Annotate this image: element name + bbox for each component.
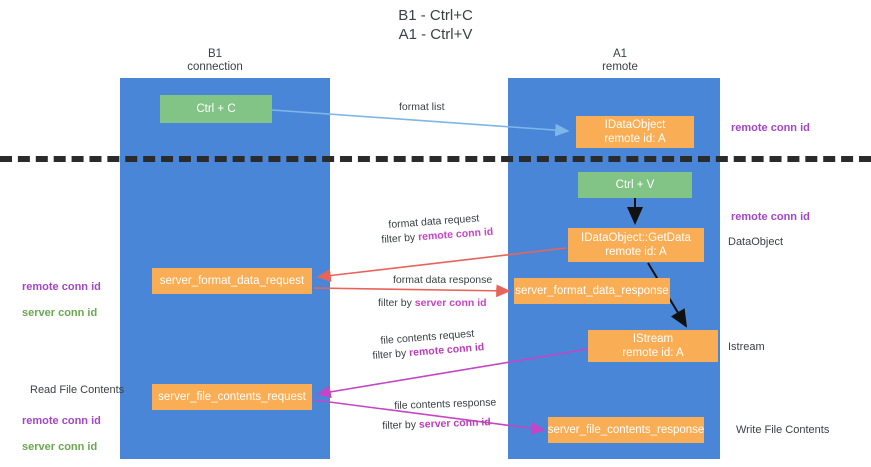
annotation-write-file-contents: Write File Contents (736, 424, 830, 436)
node-server-file-contents-request[interactable]: server_file_contents_request (152, 384, 312, 410)
annotation-server-conn-id-left-bottom: server conn id (22, 441, 98, 453)
annotation-left-conn-ids-bottom: remote conn id server conn id (22, 402, 101, 467)
node-idataobject[interactable]: IDataObject remote id: A (576, 116, 694, 148)
edge-label-file-contents-response-filter: filter by server conn id (382, 416, 491, 433)
edge-label-format-data-response-filter: filter by server conn id (378, 297, 487, 310)
filter-prefix: filter by (372, 347, 410, 362)
column-header-a1: A1 remote (602, 48, 638, 73)
annotation-remote-conn-id-left-mid: remote conn id (22, 281, 101, 293)
annotation-read-file-contents: Read File Contents (30, 384, 125, 396)
node-server-file-contents-response[interactable]: server_file_contents_response (548, 417, 704, 443)
annotation-dataobject: DataObject (728, 236, 784, 248)
column-header-b1: B1 connection (187, 48, 243, 73)
phase-divider (0, 156, 871, 162)
filter-key: server conn id (414, 297, 487, 309)
node-server-format-data-response[interactable]: server_format_data_response (514, 278, 670, 304)
node-ctrl-c[interactable]: Ctrl + C (160, 95, 272, 123)
page-title: B1 - Ctrl+C A1 - Ctrl+V (398, 7, 473, 43)
edge-label-format-data-response: format data response (393, 274, 493, 286)
edge-label-format-list: format list (399, 101, 445, 113)
edge-label-file-contents-response: file contents response (394, 396, 497, 412)
node-istream[interactable]: IStream remote id: A (588, 330, 718, 362)
annotation-istream: Istream (728, 341, 765, 353)
annotation-remote-conn-id-top: remote conn id (731, 122, 810, 134)
filter-prefix: filter by (382, 418, 420, 432)
filter-prefix: filter by (381, 231, 419, 246)
node-ctrl-v[interactable]: Ctrl + V (578, 172, 692, 198)
filter-key: server conn id (418, 416, 491, 431)
annotation-server-conn-id-left-mid: server conn id (22, 307, 98, 319)
node-idataobject-getdata[interactable]: IDataObject::GetData remote id: A (568, 228, 704, 262)
edge-format-data-response (313, 284, 511, 298)
annotation-left-conn-ids-mid: remote conn id server conn id (22, 268, 101, 333)
filter-prefix: filter by (378, 297, 415, 309)
annotation-remote-conn-id-mid: remote conn id (731, 211, 810, 223)
node-server-format-data-request[interactable]: server_format_data_request (152, 268, 312, 294)
annotation-remote-conn-id-left-bottom: remote conn id (22, 415, 101, 427)
